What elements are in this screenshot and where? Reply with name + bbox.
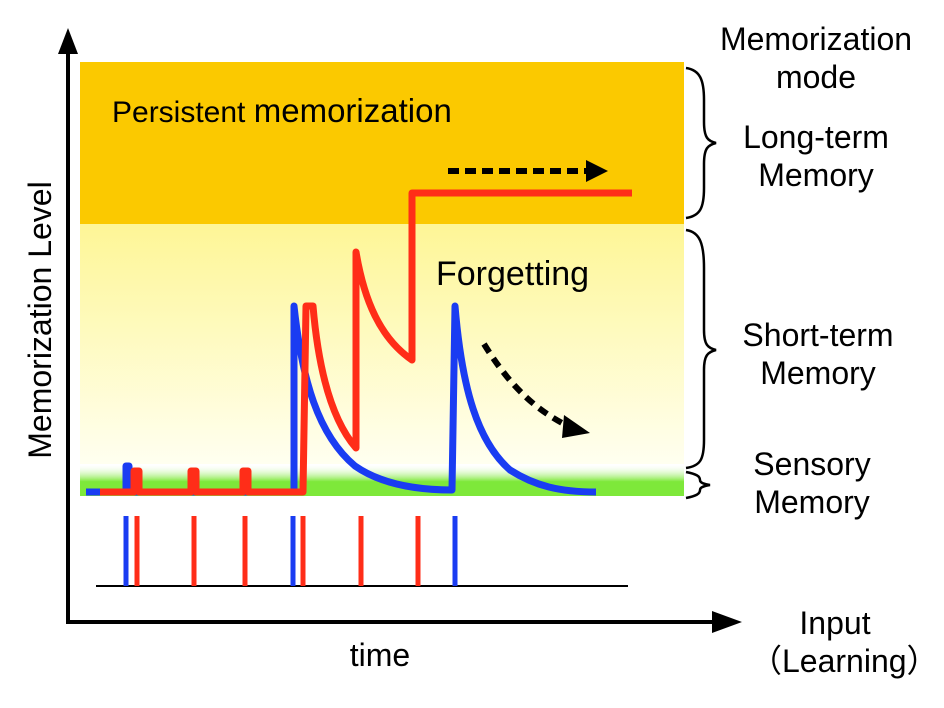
- x-axis-label: time: [349, 637, 411, 673]
- input-line-1: Input: [799, 605, 871, 641]
- long-term-brace: [685, 66, 717, 220]
- mode-line-1: Memorization: [719, 21, 913, 57]
- forgetting-arrow: [481, 342, 572, 430]
- long-term-line-1: Long-term: [743, 119, 889, 155]
- memorization-mode-label: Memorization mode: [696, 20, 936, 96]
- short-term-memory-label: Short-term Memory: [708, 316, 928, 392]
- sensory-line-1: Sensory: [753, 446, 871, 482]
- long-term-memory-label: Long-term Memory: [706, 118, 926, 194]
- forgetting-arrowhead: [562, 415, 590, 438]
- short-term-line-1: Short-term: [742, 317, 894, 353]
- input-axis-label: Input （Learning）: [750, 604, 939, 680]
- long-term-band: [80, 62, 684, 224]
- short-term-brace: [685, 228, 717, 470]
- input-pulses: [123, 516, 458, 586]
- persistent-memorization-label: Persistent memorization: [112, 92, 452, 132]
- x-axis-arrowhead: [712, 611, 742, 633]
- sensory-memory-label: Sensory Memory: [712, 445, 912, 521]
- y-axis-label: Memorization Level: [22, 181, 58, 459]
- input-line-2: （Learning）: [750, 643, 939, 679]
- forgetting-label: Forgetting: [436, 255, 590, 293]
- long-term-line-2: Memory: [758, 157, 874, 193]
- y-axis-arrowhead: [58, 28, 78, 54]
- sensory-line-2: Memory: [754, 484, 870, 520]
- sensory-brace: [685, 470, 711, 500]
- long-term-retention-arrowhead: [586, 160, 608, 182]
- red-memory-trace: [100, 189, 632, 496]
- short-term-band: [80, 224, 684, 464]
- persistent-word: Persistent: [112, 96, 246, 129]
- short-term-line-2: Memory: [760, 355, 876, 391]
- memorization-word: memorization: [253, 92, 452, 129]
- mode-line-2: mode: [775, 59, 857, 95]
